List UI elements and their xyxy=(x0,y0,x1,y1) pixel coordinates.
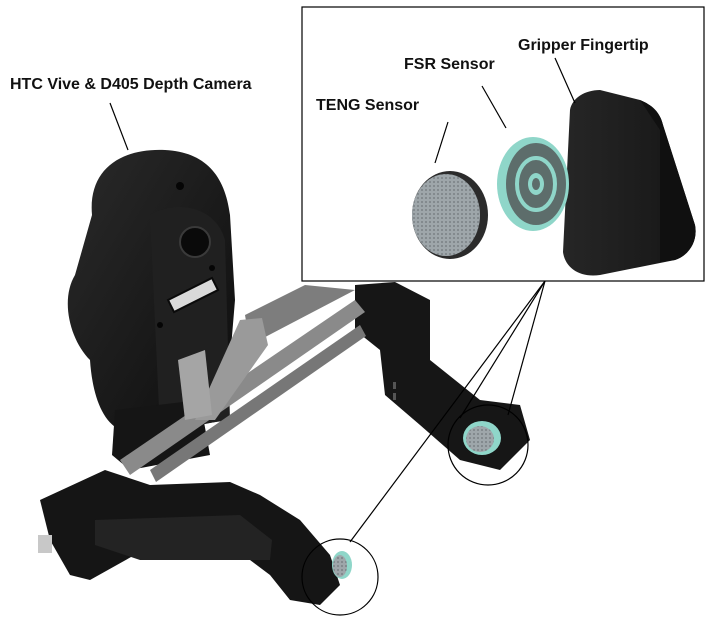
zoomed-teng-sensor xyxy=(412,171,488,259)
fingertip-leader-line xyxy=(554,57,576,104)
right-finger-arm xyxy=(355,282,530,470)
fsr-sensor-label: FSR Sensor xyxy=(404,56,495,73)
teng-leader-line xyxy=(434,121,449,164)
zoom-line xyxy=(507,280,546,416)
camera-leader-line xyxy=(109,102,129,151)
teng-sensor-label: TENG Sensor xyxy=(316,97,420,114)
left-callout-circle xyxy=(301,538,379,616)
hinge-plate xyxy=(178,350,212,420)
right-callout-circle xyxy=(447,404,529,486)
left-fingertip-sensor xyxy=(332,551,352,579)
gripper-fingertip-label: Gripper Fingertip xyxy=(518,37,649,54)
camera-label: HTC Vive & D405 Depth Camera xyxy=(10,76,252,93)
zoom-line xyxy=(349,280,546,543)
linkage-bar xyxy=(195,318,268,420)
finger-slider-block xyxy=(38,535,52,553)
linear-rail xyxy=(120,285,366,482)
fsr-leader-line xyxy=(481,85,507,129)
zoomed-fsr-sensor xyxy=(497,137,569,231)
inset-panel xyxy=(301,6,705,282)
right-fingertip-sensor xyxy=(463,421,501,455)
zoom-line xyxy=(459,280,546,419)
